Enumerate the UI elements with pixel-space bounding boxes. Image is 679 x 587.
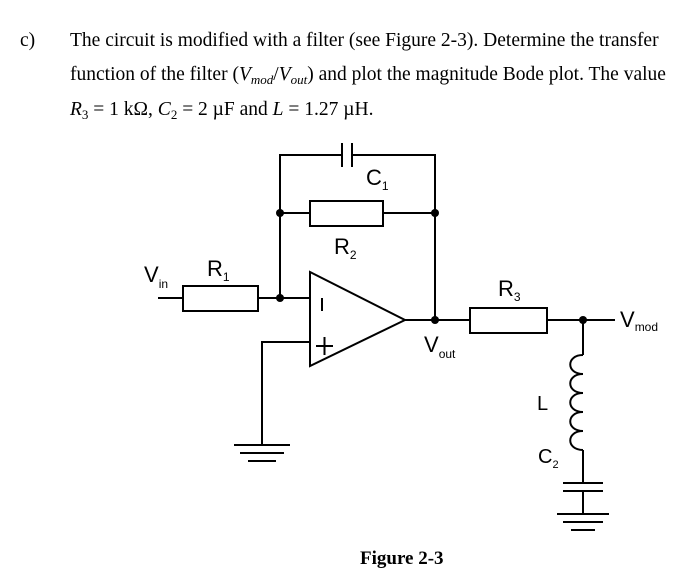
noninverting-wire bbox=[261, 341, 310, 445]
line2-text-b: ) and plot the magnitude Bode plot. The … bbox=[307, 64, 666, 85]
vmod-symbol: V bbox=[238, 64, 251, 85]
junction-dot-r2-left bbox=[276, 209, 284, 217]
vout-symbol: V bbox=[278, 64, 291, 85]
junction-dot-inverting bbox=[276, 294, 284, 302]
junction-dot-output bbox=[431, 316, 439, 324]
r3-value: = 1 kΩ, bbox=[88, 99, 158, 120]
inverting-node-wire bbox=[279, 213, 310, 299]
r3-symbol: R bbox=[70, 99, 82, 120]
c2-subscript: 2 bbox=[170, 107, 178, 122]
vmod-label: Vmod bbox=[620, 307, 658, 334]
problem-line-1: c) The circuit is modified with a filter … bbox=[20, 30, 659, 54]
slash: / bbox=[273, 64, 279, 85]
c2-label: C2 bbox=[538, 446, 559, 471]
op-amp-triangle bbox=[309, 270, 408, 368]
r2-resistor bbox=[309, 200, 384, 227]
vin-label: Vin bbox=[144, 262, 168, 291]
problem-line-2: function of the filter (Vmod/Vout) and p… bbox=[70, 64, 666, 88]
junction-dot-r2-right bbox=[431, 209, 439, 217]
c2-symbol: C bbox=[157, 99, 171, 120]
l-value: = 1.27 µH. bbox=[283, 99, 374, 120]
vout-subscript: out bbox=[290, 72, 308, 87]
l-label: L bbox=[537, 393, 548, 415]
l-symbol: L bbox=[272, 99, 284, 120]
problem-line-1-text: The circuit is modified with a filter (s… bbox=[70, 30, 659, 51]
junction-dot-vmod bbox=[579, 316, 587, 324]
c1-wire-right bbox=[352, 154, 436, 320]
problem-line-3: R3 = 1 kΩ, C2 = 2 µF and L = 1.27 µH. bbox=[70, 99, 373, 123]
c1-label: C1 bbox=[366, 165, 389, 193]
r2-label: R2 bbox=[334, 234, 357, 262]
r3-resistor bbox=[469, 307, 548, 334]
r3-subscript: 3 bbox=[81, 107, 89, 122]
vmod-subscript: mod bbox=[250, 72, 274, 87]
line2-text-a: function of the filter ( bbox=[70, 64, 239, 85]
vout-label: Vout bbox=[424, 332, 456, 361]
r3-label: R3 bbox=[498, 276, 521, 304]
problem-label: c) bbox=[20, 30, 36, 51]
inductor-coil bbox=[569, 354, 584, 451]
r1-resistor bbox=[182, 285, 259, 312]
c2-value: = 2 µF and bbox=[177, 99, 273, 120]
figure-caption: Figure 2-3 bbox=[360, 548, 444, 569]
r1-label: R1 bbox=[207, 256, 230, 284]
c1-wire-left bbox=[279, 154, 342, 213]
